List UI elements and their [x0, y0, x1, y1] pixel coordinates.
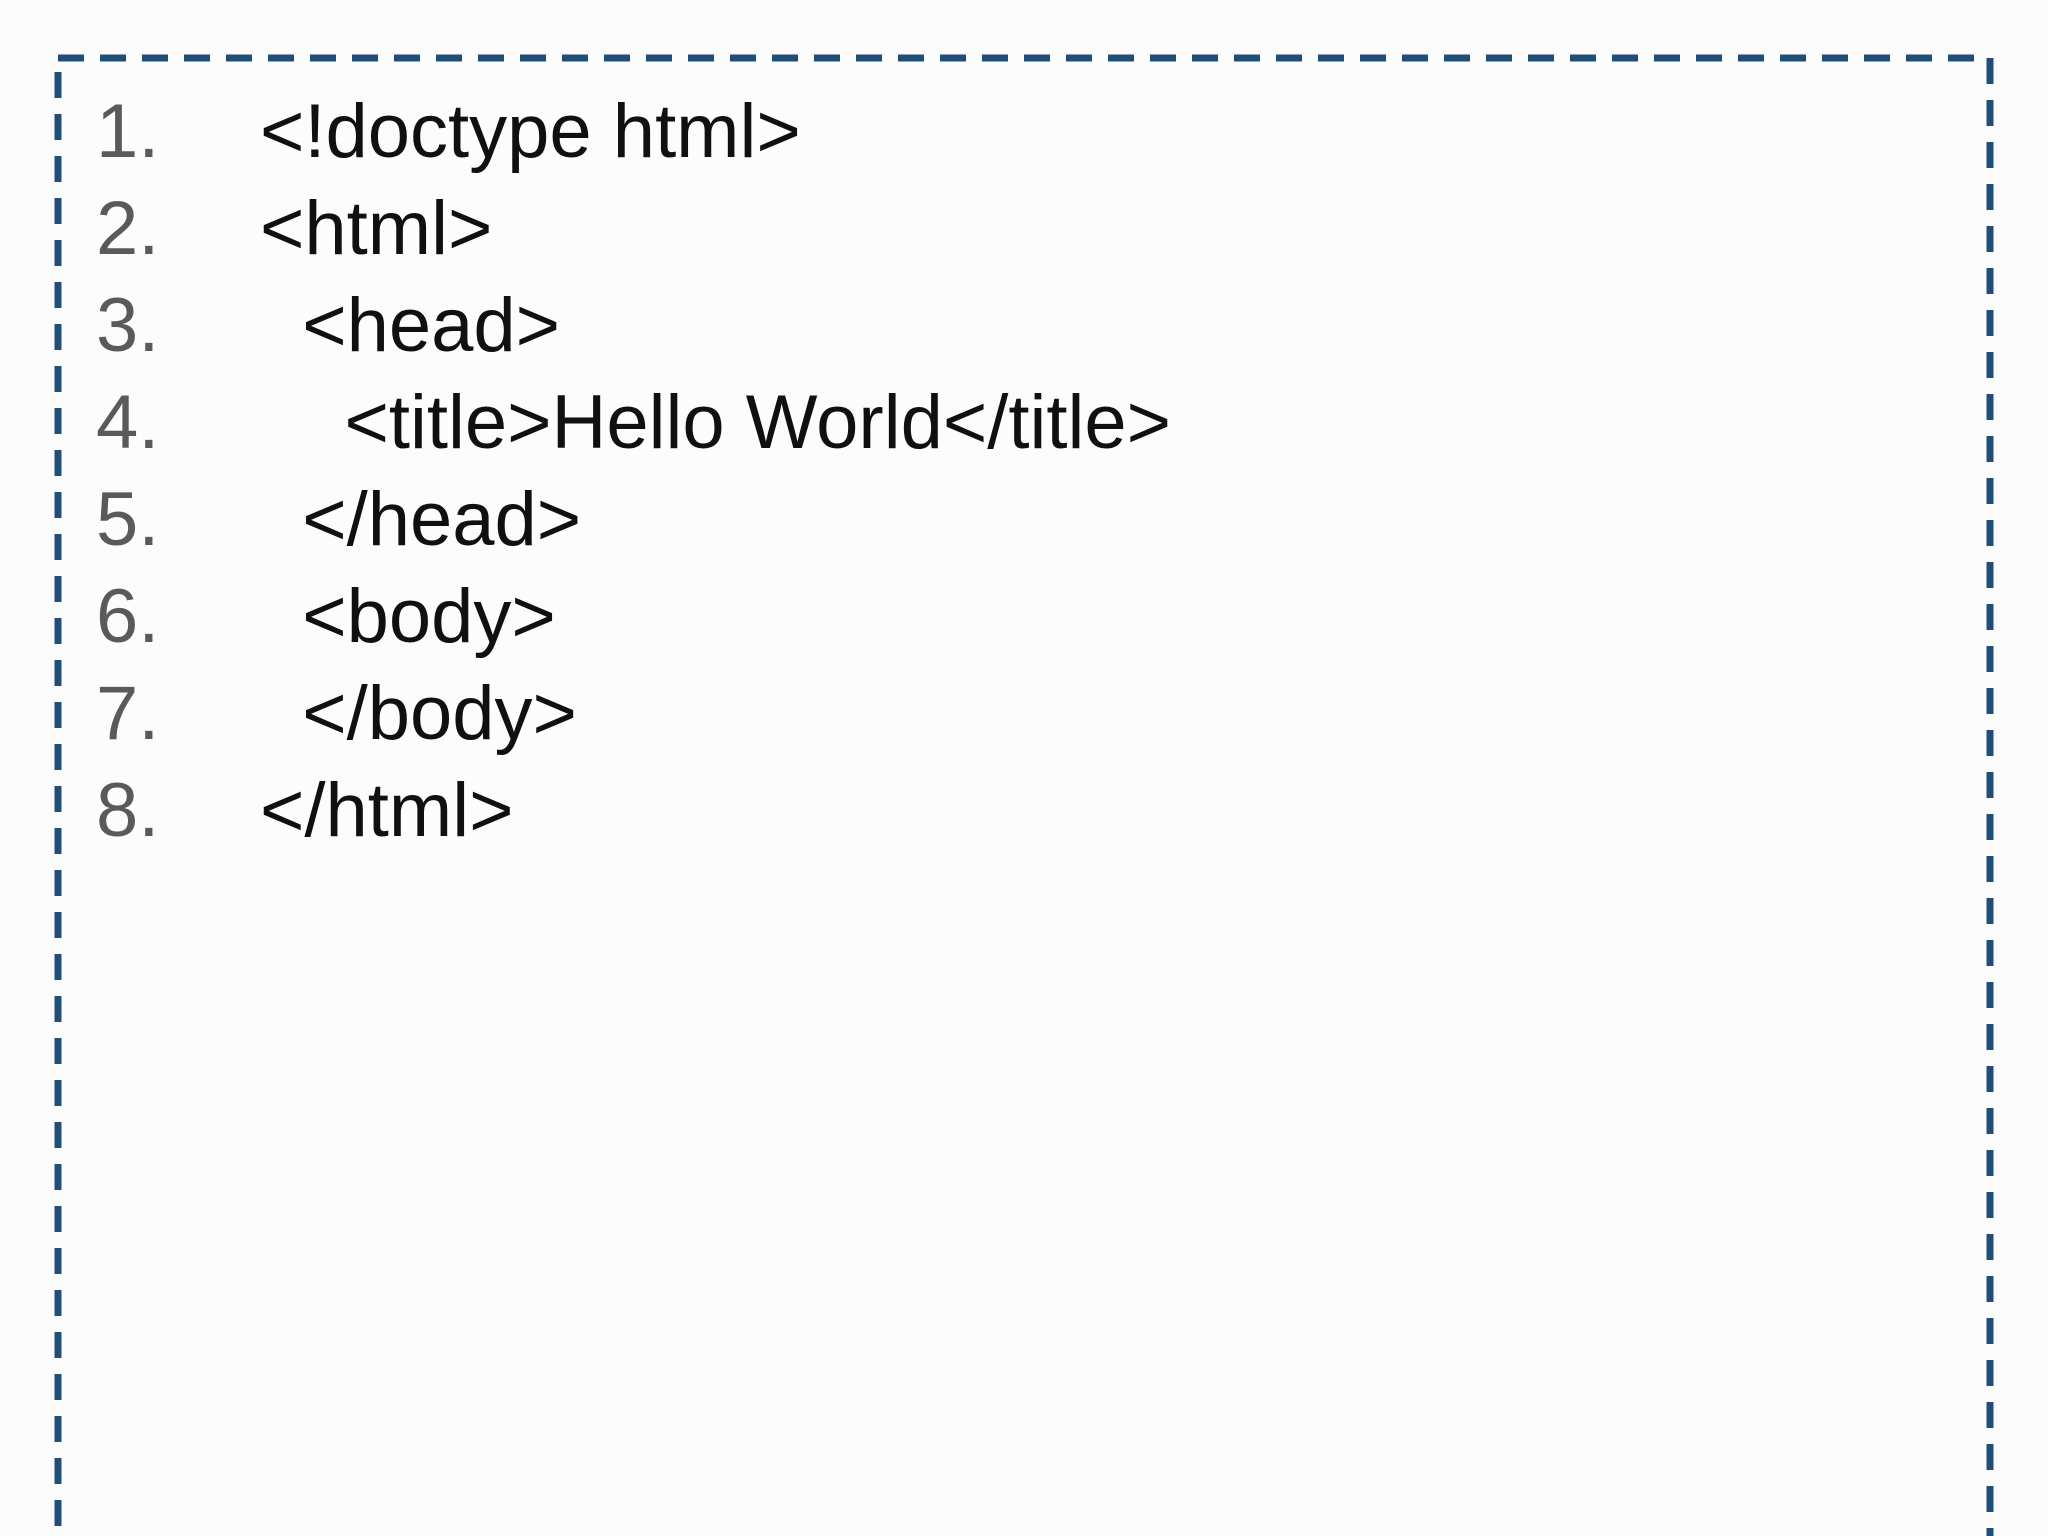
line-code: </html> [260, 768, 514, 853]
code-line: 3. <head> [0, 277, 1988, 374]
line-number: 6. [96, 574, 160, 659]
code-line: 7. </body> [0, 665, 1988, 762]
code-line: 6. <body> [0, 568, 1988, 665]
line-code: </head> [260, 477, 582, 562]
code-line: 8. </html> [0, 762, 1988, 859]
line-number: 4. [96, 380, 160, 465]
line-code: </body> [260, 671, 577, 756]
line-number: 2. [96, 186, 160, 271]
code-line: 5. </head> [0, 471, 1988, 568]
code-listing: 1. <!doctype html> 2. <html> 3. <head> 4… [0, 83, 1988, 859]
code-line: 4. <title>Hello World</title> [0, 374, 1988, 471]
line-code: <head> [260, 283, 561, 368]
line-code: <html> [260, 186, 493, 271]
line-number: 7. [96, 671, 160, 756]
line-number: 5. [96, 477, 160, 562]
line-code: <!doctype html> [260, 89, 801, 174]
line-code: <title>Hello World</title> [260, 380, 1172, 465]
line-number: 8. [96, 768, 160, 853]
code-line: 2. <html> [0, 180, 1988, 277]
code-line: 1. <!doctype html> [0, 83, 1988, 180]
line-number: 3. [96, 283, 160, 368]
line-code: <body> [260, 574, 556, 659]
line-number: 1. [96, 89, 160, 174]
